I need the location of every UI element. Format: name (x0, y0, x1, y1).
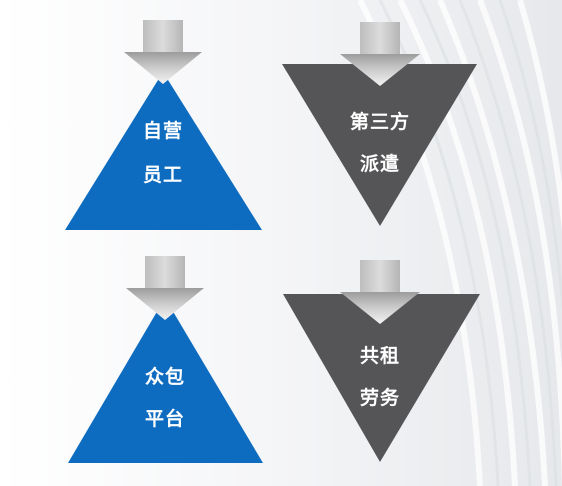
label-line: 自营 (142, 120, 183, 142)
label-third-party-dispatch: 第三方 派遣 (320, 110, 440, 176)
label-line: 第三方 (349, 111, 410, 133)
label-line: 员工 (142, 164, 183, 186)
triangle-co-hire-labor (283, 294, 480, 462)
label-co-hire-labor: 共租 劳务 (320, 344, 440, 410)
triangle-crowdsourcing-platform (68, 298, 263, 463)
down-arrow-icon (340, 22, 420, 86)
down-arrow-icon (126, 256, 204, 320)
label-line: 众包 (144, 366, 185, 388)
triangle-third-party-dispatch (282, 64, 477, 226)
label-self-employed: 自营 员工 (103, 119, 223, 187)
label-line: 平台 (144, 408, 185, 430)
triangle-self-employed (65, 72, 262, 230)
label-crowdsourcing-platform: 众包 平台 (105, 365, 225, 431)
label-line: 共租 (359, 345, 400, 367)
label-line: 劳务 (359, 387, 400, 409)
down-arrow-icon (124, 20, 202, 84)
label-line: 派遣 (359, 153, 400, 175)
down-arrow-icon (340, 260, 420, 324)
